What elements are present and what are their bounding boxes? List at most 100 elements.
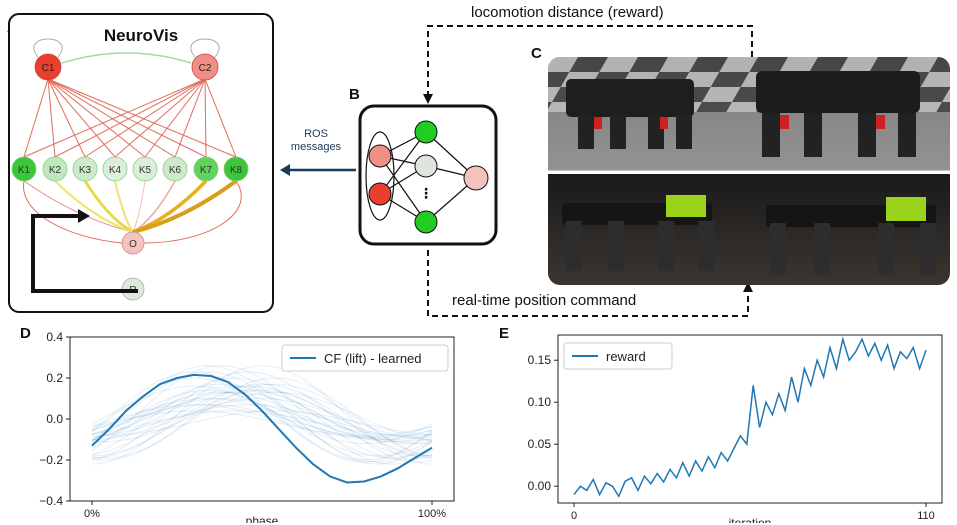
knee-neuron-label: K6 xyxy=(169,165,182,176)
knee-command-edge xyxy=(23,78,49,158)
trial-line xyxy=(91,391,433,443)
trial-line xyxy=(91,410,433,436)
trial-line xyxy=(91,404,433,438)
knee-command-edge xyxy=(84,78,206,158)
top-dashed-arrowhead xyxy=(423,94,433,104)
trial-line xyxy=(91,365,433,465)
sim-robot-1 xyxy=(566,79,694,149)
knee-neuron xyxy=(42,156,68,182)
trial-line xyxy=(91,371,433,463)
trial-line xyxy=(91,383,433,459)
knee-command-edge xyxy=(204,78,207,158)
legend-label: CF (lift) - learned xyxy=(324,351,422,366)
trial-line xyxy=(91,383,433,459)
knee-neuron-label: K5 xyxy=(139,165,152,176)
output-neuron xyxy=(463,165,489,191)
ros-label-line1: ROS xyxy=(304,128,328,140)
y-tick-label: 0.2 xyxy=(46,371,63,385)
legend-label: reward xyxy=(606,349,646,364)
reward-feedback-arrow xyxy=(31,214,138,293)
knee-neuron xyxy=(102,156,128,182)
bottom-dashed-path xyxy=(427,250,749,317)
knee-neuron-label: K3 xyxy=(79,165,92,176)
command-neuron xyxy=(191,53,219,81)
knee-command-edge xyxy=(174,78,206,158)
knee-output-edge xyxy=(132,179,238,234)
trial-lines xyxy=(91,365,433,465)
y-tick-label: 0.0 xyxy=(46,412,63,426)
ros-label-line2: messages xyxy=(290,141,342,153)
knee-command-edge xyxy=(47,78,86,158)
ros-arrow xyxy=(280,164,356,176)
panel-e-letter: E xyxy=(499,325,510,342)
panel-d-letter: D xyxy=(20,325,31,342)
ros-label: ROS messages xyxy=(286,128,346,154)
knee-command-edge xyxy=(47,78,146,158)
hidden-neuron-3 xyxy=(414,210,438,234)
real-robot-2 xyxy=(766,197,936,275)
trial-line xyxy=(91,383,433,459)
knee-command-edge xyxy=(204,78,237,158)
x-axis-label: phase xyxy=(246,514,279,523)
knee-command-edge xyxy=(47,78,237,158)
output-loop-edge xyxy=(143,180,242,244)
knee-command-edge xyxy=(47,78,176,158)
output-neuron xyxy=(121,231,145,255)
input-neuron-1 xyxy=(368,144,392,168)
y-tick-label: −0.4 xyxy=(39,494,63,508)
y-tick-label: 0.4 xyxy=(46,330,63,344)
x-axis-label: iteration xyxy=(729,516,772,523)
knee-neuron xyxy=(132,156,158,182)
trial-line xyxy=(91,397,433,440)
knee-neuron-label: K7 xyxy=(200,165,213,176)
y-tick-label: 0.10 xyxy=(528,395,552,409)
x-tick-label: 100% xyxy=(418,508,446,520)
trial-line xyxy=(91,410,433,436)
knee-command-edge xyxy=(54,78,206,158)
series-line xyxy=(91,373,433,484)
trial-line xyxy=(91,385,433,445)
panel-a-title: NeuroVis xyxy=(104,26,178,45)
hidden-ellipsis: ⋮ xyxy=(419,185,433,201)
trial-line xyxy=(91,377,433,461)
legend-box xyxy=(281,344,449,372)
knee-neuron-label: K8 xyxy=(230,165,243,176)
trial-line xyxy=(91,385,433,444)
bottom-dashed-arrowhead xyxy=(743,282,753,292)
trial-line xyxy=(91,389,433,457)
knee-output-edge xyxy=(114,180,134,233)
c1-self-loop xyxy=(33,38,63,58)
trial-line xyxy=(91,371,433,463)
trial-line xyxy=(91,397,433,441)
knee-output-edge xyxy=(83,180,134,234)
knee-neuron xyxy=(162,156,188,182)
series-line xyxy=(573,336,927,498)
command-neuron-label: C2 xyxy=(199,63,212,74)
trial-line xyxy=(91,404,433,438)
dashed-loop xyxy=(423,25,753,317)
knee-neuron xyxy=(223,156,249,182)
y-tick-label: 0.15 xyxy=(528,353,552,367)
knee-output-edge xyxy=(54,180,134,233)
knee-command-edge xyxy=(23,78,206,158)
trial-line xyxy=(91,391,433,443)
knee-command-edge xyxy=(47,78,116,158)
reward-arrowhead xyxy=(78,209,90,223)
trial-line xyxy=(91,389,433,457)
trial-line xyxy=(91,385,433,445)
output-neuron-label: O xyxy=(129,239,137,250)
knee-neuron xyxy=(11,156,37,182)
panel-c-letter: C xyxy=(531,45,542,62)
trial-line xyxy=(91,389,433,457)
sim-robot-2 xyxy=(756,71,920,157)
trial-line xyxy=(91,404,433,438)
panel-b-network: ⋮ xyxy=(358,104,498,246)
y-tick-label: 0.05 xyxy=(528,437,552,451)
panel-c-robot-photos xyxy=(548,57,950,285)
command-neuron-label: C1 xyxy=(42,63,55,74)
real-robot-1 xyxy=(562,195,714,271)
